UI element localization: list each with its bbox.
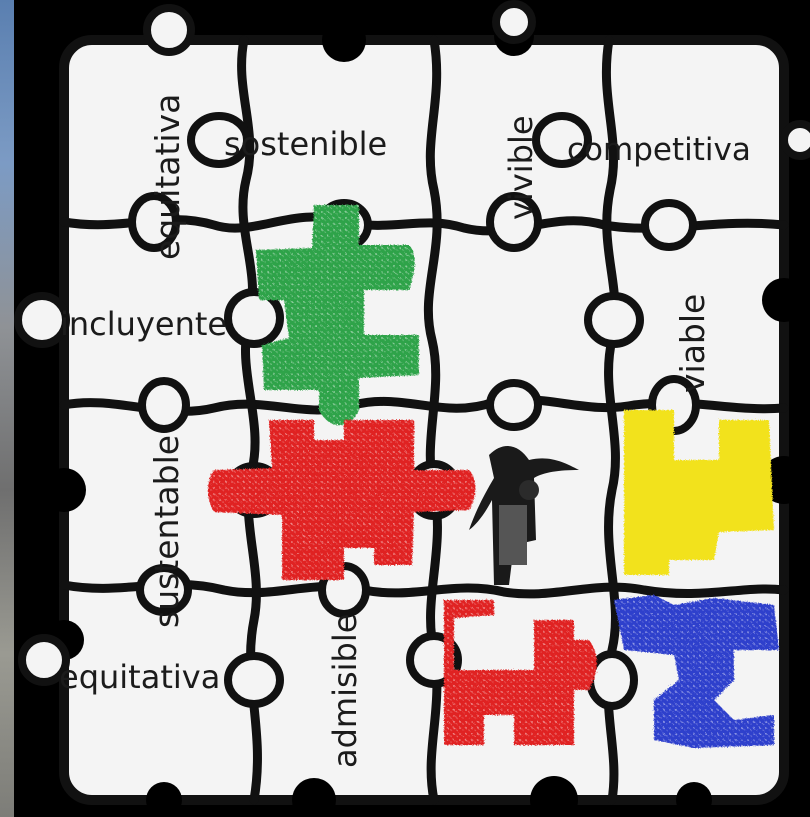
word-viable: viable: [673, 294, 712, 393]
word-vivible: vivible: [502, 115, 540, 220]
word-equitativa-top: equitativa: [148, 94, 187, 260]
word-sostenible: sostenible: [224, 125, 387, 163]
word-sustentable: sustentable: [147, 435, 186, 628]
puzzle-board: equitativa sostenible vivible competitiv…: [14, 0, 810, 817]
word-equitativa-bottom: equitativa: [59, 658, 220, 696]
word-incluyente: incluyente: [60, 305, 227, 343]
word-admisible: admisible: [326, 614, 364, 768]
word-competitiva: competitiva: [567, 132, 751, 168]
background-photo-strip: [0, 0, 14, 817]
